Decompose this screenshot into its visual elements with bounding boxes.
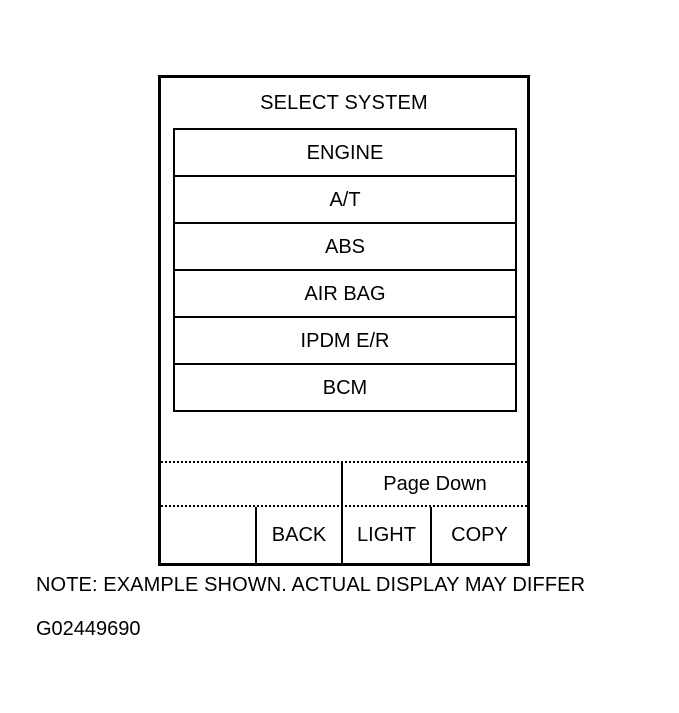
figure-id: G02449690 <box>36 618 141 640</box>
copy-button[interactable]: COPY <box>451 524 508 546</box>
button-row-bottom: BACK LIGHT COPY <box>161 507 527 563</box>
system-item-bcm[interactable]: BCM <box>322 377 368 399</box>
system-item-engine[interactable]: ENGINE <box>175 130 515 177</box>
system-item-ipdm-er[interactable]: IPDM E/R <box>175 318 515 365</box>
button-row-top: Page Down <box>161 463 527 507</box>
light-button[interactable]: LIGHT <box>343 507 432 563</box>
blank-button-cell <box>161 463 343 505</box>
back-button[interactable]: BACK <box>257 507 343 563</box>
diagnostic-screen: SELECT SYSTEM ENGINE A/T ABS AIR BAG IPD… <box>158 75 530 566</box>
system-item-at[interactable]: A/T <box>175 177 515 224</box>
system-item-air-bag[interactable]: AIR BAG <box>175 271 515 318</box>
screen-title: SELECT SYSTEM <box>260 92 428 114</box>
button-area: Page Down BACK LIGHT COPY <box>161 461 527 563</box>
display-note: NOTE: EXAMPLE SHOWN. ACTUAL DISPLAY MAY … <box>36 574 586 596</box>
empty-button-cell <box>161 507 257 563</box>
page-down-button[interactable]: Page Down <box>383 473 487 495</box>
system-item-abs[interactable]: ABS <box>175 224 515 271</box>
system-list: ENGINE A/T ABS AIR BAG IPDM E/R BCM <box>173 128 517 412</box>
